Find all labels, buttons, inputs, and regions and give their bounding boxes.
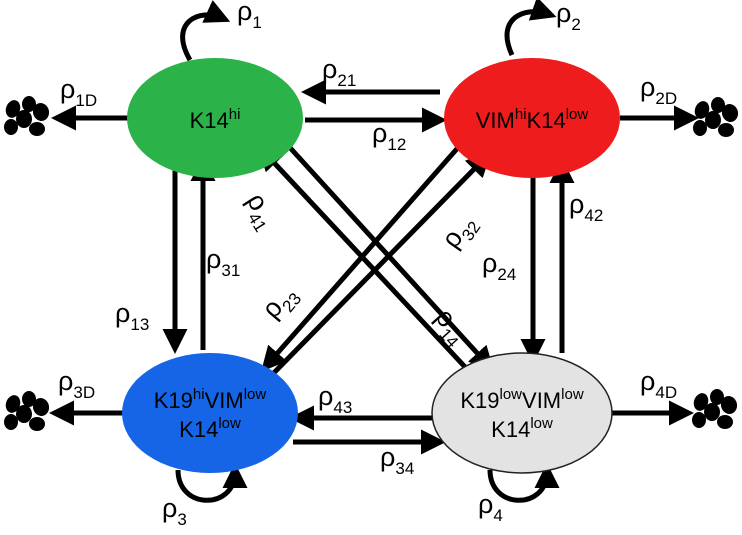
loop-rho3 [175, 463, 248, 503]
rate-label-rho4D: ρ4D [640, 366, 677, 402]
rate-label-rho3D: ρ3D [58, 366, 95, 402]
rate-label-rho31: ρ31 [206, 244, 240, 280]
edge-rho41 [257, 145, 482, 385]
loop-rho4 [487, 463, 560, 503]
edge-rho23 [261, 141, 464, 372]
rate-label-rho1D: ρ1D [60, 74, 97, 110]
edge-rho32 [257, 151, 492, 390]
node-vimhi-k14low [444, 58, 620, 178]
loop-rho1 [180, 0, 231, 62]
rate-label-rho41: ρ41 [236, 187, 285, 235]
dead-cells-icon [691, 389, 740, 429]
dead-cells-icon [3, 96, 52, 136]
node-vimhi-k14low-label: VIMhiK14low [476, 106, 589, 133]
rate-label-rho34: ρ34 [380, 442, 414, 478]
rate-label-rho1: ρ1 [237, 0, 262, 32]
loop-rho2 [504, 0, 557, 57]
rate-label-rho2D: ρ2D [640, 72, 677, 108]
node-k19hi-vimlow-k14low [122, 353, 298, 473]
node-k14hi-label: K14hi [190, 106, 241, 133]
node-k19hi-vimlow-label-line1: K19hiVIMlow [154, 386, 267, 413]
rate-label-rho21: ρ21 [322, 54, 356, 90]
node-k14hi [127, 58, 303, 178]
node-k19low-vimlow-label-line2: K14low [491, 415, 553, 442]
rate-label-rho32: ρ32 [435, 208, 484, 257]
rate-label-rho24: ρ24 [482, 248, 516, 284]
rate-label-rho12: ρ12 [372, 118, 406, 154]
dead-cells-icon [692, 97, 741, 137]
rate-label-rho13: ρ13 [115, 298, 149, 334]
node-k19low-vimlow-k14low [431, 352, 613, 474]
rate-label-rho4: ρ4 [478, 489, 503, 525]
rate-label-rho43: ρ43 [318, 381, 352, 417]
rate-label-rho3: ρ3 [162, 493, 187, 529]
node-k19hi-vimlow-label-line2: K14low [179, 415, 241, 442]
dead-cells-icon [3, 391, 52, 431]
rate-label-rho23: ρ23 [256, 278, 306, 327]
rate-label-rho42: ρ42 [569, 189, 603, 225]
rate-label-rho2: ρ2 [556, 0, 581, 34]
edge-rho14 [281, 138, 495, 372]
node-k19low-vimlow-label-line1: K19lowVIMlow [460, 386, 583, 413]
